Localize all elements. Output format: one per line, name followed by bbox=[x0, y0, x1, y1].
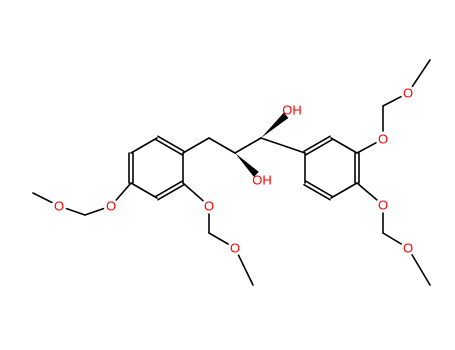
bond-a20-a21-b bbox=[303, 135, 331, 153]
bond-a23-a24 bbox=[330, 182, 358, 199]
atom-label-layer: O O O O OH OH O O O O bbox=[54, 86, 413, 256]
bond-a20-a21-a bbox=[305, 138, 333, 156]
bond-a16-a18 bbox=[234, 137, 262, 154]
bond-a8-a9 bbox=[208, 232, 229, 245]
bond-a32-a33 bbox=[411, 254, 431, 286]
atom-label-a11: O bbox=[106, 199, 116, 214]
bond-a11-a12 bbox=[84, 207, 105, 216]
bond-a18-a20 bbox=[260, 137, 306, 154]
atom-label-a26: O bbox=[378, 132, 388, 147]
bond-a23-a30 bbox=[356, 182, 378, 201]
bond-a3-a4-a bbox=[157, 183, 185, 201]
wedge-bond-a16-a17 bbox=[235, 153, 259, 177]
bond-a24-a25-b bbox=[303, 183, 331, 201]
wedge-bond-a18-a19 bbox=[261, 112, 289, 138]
bond-layer bbox=[32, 59, 431, 286]
atom-label-a7: O bbox=[204, 199, 214, 214]
bond-a2-a11 bbox=[115, 182, 132, 201]
bond-a5-a6-b bbox=[155, 138, 183, 156]
bond-a4-a7 bbox=[182, 182, 204, 202]
bond-a28-a29 bbox=[411, 59, 431, 88]
bond-a31-a32 bbox=[382, 232, 402, 245]
bond-a27-a28 bbox=[382, 95, 402, 107]
bond-a5-a15 bbox=[182, 137, 210, 154]
atom-label-a30: O bbox=[378, 198, 388, 213]
bond-a3-a4-b bbox=[155, 180, 183, 198]
bond-a13-a14 bbox=[32, 192, 53, 204]
atom-label-a28: O bbox=[403, 86, 413, 101]
atom-label-a9: O bbox=[230, 241, 240, 256]
bond-a15-a16 bbox=[208, 137, 236, 154]
atom-label-a17: OH bbox=[252, 173, 272, 188]
bond-a22-a26 bbox=[356, 141, 377, 154]
bond-a21-a22 bbox=[330, 137, 358, 154]
bond-a2-a3 bbox=[130, 182, 158, 199]
bond-a5-a6-a bbox=[157, 135, 185, 153]
bond-a9-a10 bbox=[237, 254, 254, 286]
atom-label-a13: O bbox=[54, 199, 64, 214]
bond-a24-a25-a bbox=[305, 180, 333, 198]
atom-label-a32: O bbox=[403, 241, 413, 256]
bond-a12-a13 bbox=[65, 207, 86, 216]
atom-label-a19: OH bbox=[282, 103, 302, 118]
bond-a6-a1 bbox=[130, 137, 158, 154]
